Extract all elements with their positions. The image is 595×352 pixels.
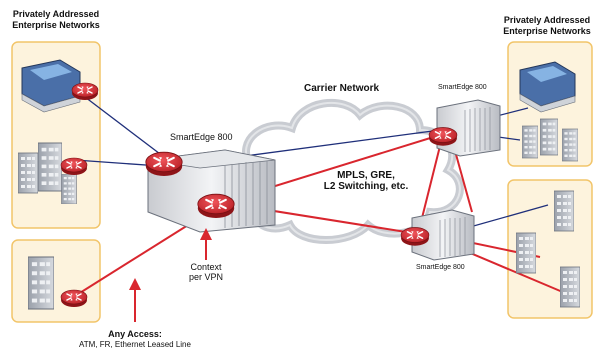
context-label: Context per VPN <box>180 262 232 282</box>
any-access-detail: ATM, FR, Ethernet Leased Line <box>79 340 191 349</box>
router-left-middle <box>60 157 88 175</box>
router-smartedge-top-right <box>428 126 458 146</box>
smartedge-top-right-label: SmartEdge 800 <box>438 84 487 91</box>
any-access-arrow <box>129 278 141 322</box>
router-smartedge-main-context <box>196 193 236 218</box>
services-line-1: MPLS, GRE, <box>337 170 395 181</box>
carrier-network-label: Carrier Network <box>304 83 380 94</box>
any-access-title: Any Access: <box>108 329 162 339</box>
right-building-1 <box>554 190 574 232</box>
left-group-title-line-2: Enterprise Networks <box>12 20 100 30</box>
router-smartedge-main-top <box>144 151 184 176</box>
right-group-title-line-2: Enterprise Networks <box>503 26 591 36</box>
left-terminal-device <box>21 59 81 113</box>
router-left-bottom <box>60 289 88 307</box>
context-line-2: per VPN <box>188 272 223 282</box>
right-terminal-device <box>519 61 576 113</box>
left-bottom-building <box>28 256 54 310</box>
left-enterprise-box-bottom <box>11 239 101 323</box>
right-building-3 <box>560 266 580 308</box>
smartedge-main-label: SmartEdge 800 <box>170 132 233 142</box>
services-label: MPLS, GRE, L2 Switching, etc. <box>312 170 420 192</box>
services-line-2: L2 Switching, etc. <box>323 181 409 192</box>
right-group-title: Privately Addressed Enterprise Networks <box>500 15 594 37</box>
smartedge-bottom-right-chassis <box>411 209 475 261</box>
left-group-title: Privately Addressed Enterprise Networks <box>8 9 104 31</box>
context-line-1: Context <box>190 262 222 272</box>
router-smartedge-bottom-right <box>400 226 430 246</box>
smartedge-bottom-right-label: SmartEdge 800 <box>416 264 465 271</box>
router-left-top <box>71 82 99 100</box>
left-group-title-line-1: Privately Addressed <box>12 9 100 19</box>
right-building-2 <box>516 232 536 274</box>
right-group-title-line-1: Privately Addressed <box>503 15 591 25</box>
context-arrow <box>200 228 212 260</box>
